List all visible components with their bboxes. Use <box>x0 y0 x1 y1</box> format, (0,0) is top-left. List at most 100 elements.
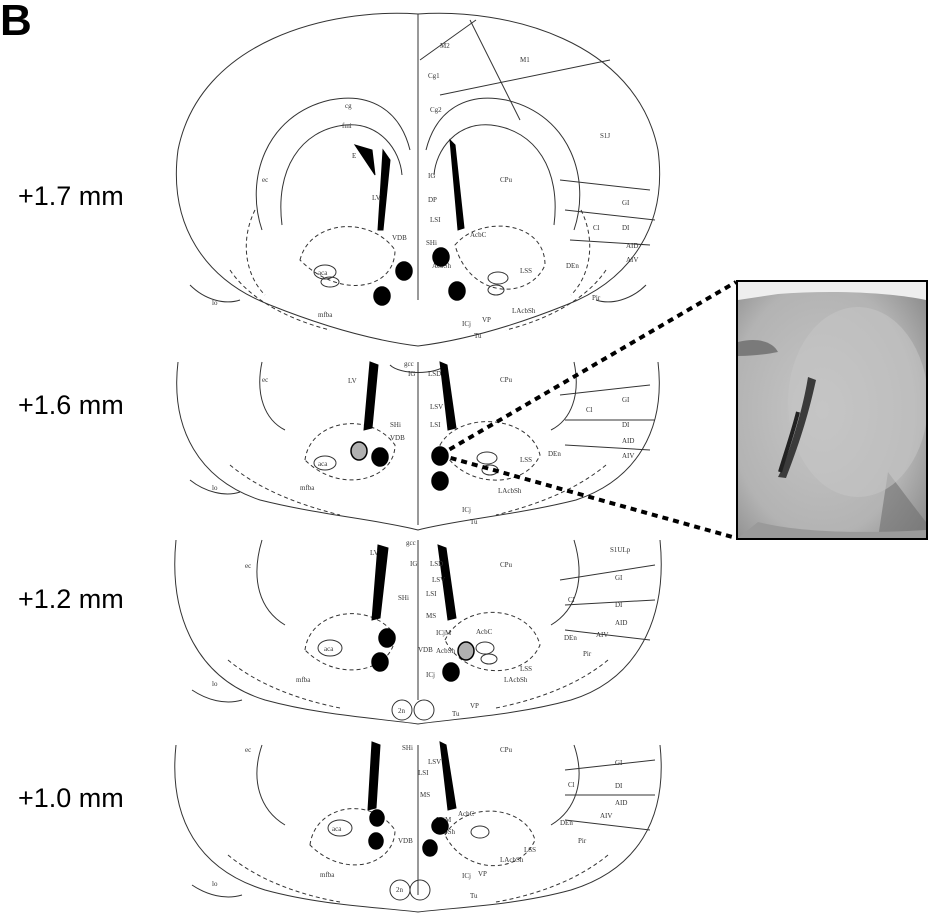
atlas-label: DP <box>428 196 437 204</box>
placement-dot <box>379 629 395 647</box>
atlas-label: 2n <box>398 707 406 715</box>
atlas-label: E <box>352 152 356 160</box>
histology-photo <box>736 280 928 540</box>
atlas-label: fmi <box>342 122 352 130</box>
atlas-label: S1J <box>600 132 610 140</box>
atlas-label: LV <box>372 194 381 202</box>
atlas-label: VDB <box>390 434 405 442</box>
atlas-label: AID <box>626 242 638 250</box>
atlas-label: IG <box>410 560 417 568</box>
atlas-label: LSS <box>524 846 536 854</box>
atlas-label: M2 <box>440 42 450 50</box>
atlas-label: VDB <box>392 234 407 242</box>
atlas-label: DEn <box>548 450 561 458</box>
atlas-label: Cl <box>568 596 575 604</box>
atlas-label: AIV <box>626 256 638 264</box>
atlas-label: LAcbSh <box>512 307 536 315</box>
atlas-label: LSI <box>430 216 441 224</box>
atlas-label: LAcbSh <box>498 487 522 495</box>
placement-dot <box>423 840 437 856</box>
atlas-label: LSD <box>430 560 443 568</box>
atlas-label: VDB <box>398 837 413 845</box>
atlas-label: Tu <box>470 892 478 900</box>
atlas-label: Cl <box>593 224 600 232</box>
atlas-label: VDB <box>418 646 433 654</box>
atlas-label: AID <box>615 799 627 807</box>
atlas-label: lo <box>212 880 218 888</box>
atlas-label: aca <box>318 269 328 277</box>
atlas-label: AIV <box>600 812 612 820</box>
atlas-label: SHi <box>402 744 413 752</box>
atlas-label: SHi <box>426 239 437 247</box>
section-2-outline <box>177 362 660 530</box>
atlas-label: LSS <box>520 267 532 275</box>
section-1-outline <box>176 13 659 346</box>
atlas-label: S1ULp <box>610 546 631 554</box>
atlas-label: Pir <box>583 650 592 658</box>
placement-dot <box>449 282 465 300</box>
atlas-label: DI <box>622 421 630 429</box>
atlas-label: AID <box>622 437 634 445</box>
atlas-label: GI <box>615 759 623 767</box>
placement-dot <box>370 810 384 826</box>
atlas-label: IG <box>408 370 415 378</box>
atlas-label: LSV <box>430 403 443 411</box>
atlas-label: LSI <box>418 769 429 777</box>
atlas-label: SHi <box>398 594 409 602</box>
atlas-label: LAcbSh <box>500 856 524 864</box>
atlas-label: MS <box>426 612 436 620</box>
atlas-label: AcbC <box>476 628 493 636</box>
atlas-label: ICj <box>426 671 435 679</box>
atlas-label: GI <box>615 574 623 582</box>
atlas-label: LSV <box>428 758 441 766</box>
atlas-label: ec <box>245 562 251 570</box>
atlas-label: CPu <box>500 376 513 384</box>
atlas-label: gcc <box>406 539 416 547</box>
atlas-label: DI <box>615 782 623 790</box>
atlas-label: ec <box>262 176 268 184</box>
atlas-label: 2n <box>396 886 404 894</box>
atlas-label: LV <box>348 377 357 385</box>
atlas-label: Pir <box>592 294 601 302</box>
atlas-label: aca <box>324 645 334 653</box>
atlas-label: AcbC <box>458 810 475 818</box>
atlas-label: Cg1 <box>428 72 440 80</box>
atlas-label: IG <box>428 172 435 180</box>
placement-dot <box>396 262 412 280</box>
atlas-label: LSS <box>520 456 532 464</box>
atlas-label: LSI <box>430 421 441 429</box>
atlas-label: mfba <box>318 311 333 319</box>
atlas-label: VP <box>482 316 491 324</box>
atlas-label: CPu <box>500 176 513 184</box>
atlas-label: MS <box>420 791 430 799</box>
placement-dot <box>369 833 383 849</box>
placement-dot-miss <box>458 642 474 660</box>
atlas-label: lo <box>212 484 218 492</box>
atlas-label: Tu <box>452 710 460 718</box>
placement-dot <box>372 448 388 466</box>
atlas-label: mfba <box>320 871 335 879</box>
placement-dot <box>432 818 448 834</box>
atlas-label: mfba <box>300 484 315 492</box>
atlas-label: aca <box>332 825 342 833</box>
atlas-label: ICj <box>462 320 471 328</box>
histology-photo-drawing <box>738 282 926 538</box>
atlas-label: mfba <box>296 676 311 684</box>
placement-dot <box>372 653 388 671</box>
placement-dot-miss <box>351 442 367 460</box>
atlas-label: Pir <box>578 837 587 845</box>
atlas-label: Cl <box>568 781 575 789</box>
placement-dot <box>432 472 448 490</box>
placement-dot <box>433 248 449 266</box>
atlas-label: DEn <box>566 262 579 270</box>
atlas-label: AcbSh <box>436 647 456 655</box>
atlas-label: LSS <box>520 665 532 673</box>
atlas-label: GI <box>622 199 630 207</box>
placement-dot <box>432 447 448 465</box>
placement-dot <box>443 663 459 681</box>
atlas-label: aca <box>318 460 328 468</box>
atlas-label: ICj <box>462 872 471 880</box>
atlas-label: M1 <box>520 56 530 64</box>
atlas-label: LSV <box>432 576 445 584</box>
atlas-label: AcbC <box>470 231 487 239</box>
